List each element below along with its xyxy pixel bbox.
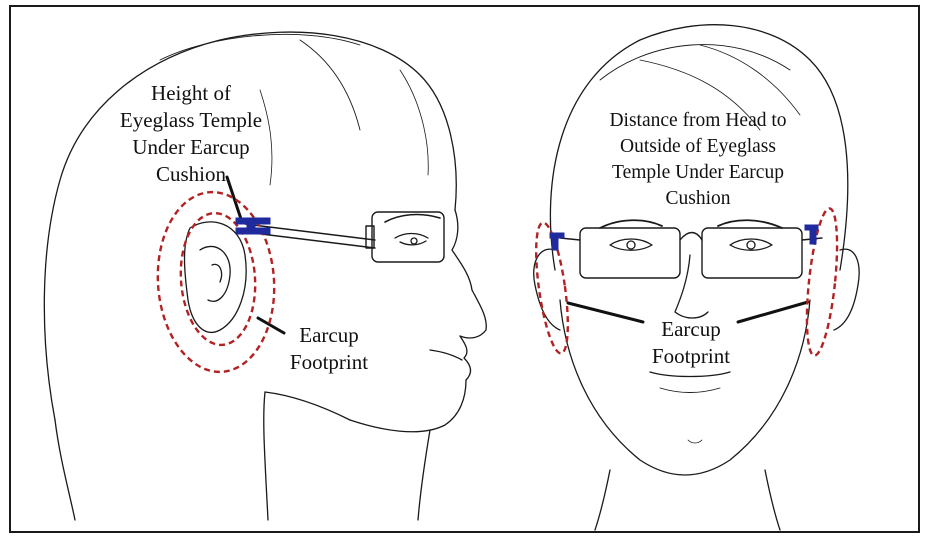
height-of-temple-label: Height of Eyeglass Temple Under Earcup C… — [106, 80, 276, 188]
earcup-footprint-label-right: Earcup Footprint — [643, 316, 739, 370]
earcup-footprint-label-left: Earcup Footprint — [286, 322, 372, 376]
distance-head-to-temple-label: Distance from Head to Outside of Eyeglas… — [562, 108, 834, 212]
frontal-eyeglasses — [560, 228, 822, 278]
earcup-footprint-outlines — [152, 188, 843, 376]
profile-eyeglasses — [245, 212, 444, 262]
